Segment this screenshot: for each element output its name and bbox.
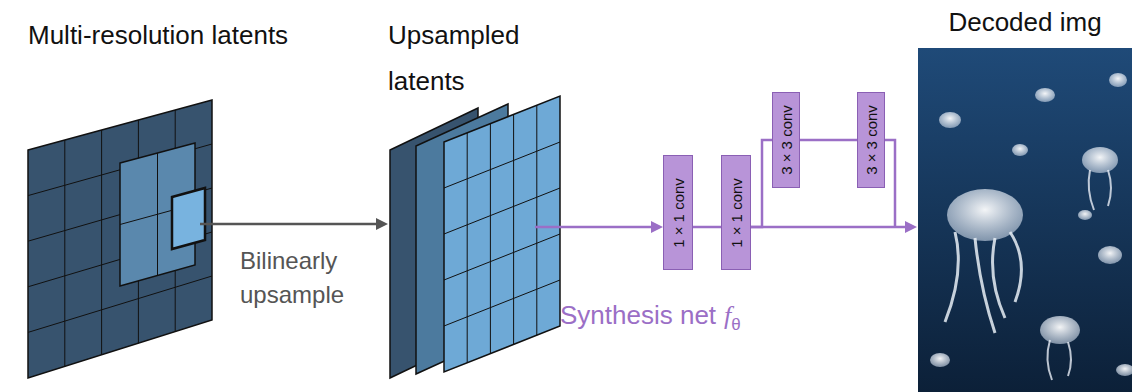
conv-label: 1 × 1 conv (670, 178, 687, 248)
connector (751, 140, 772, 227)
latent-grid (28, 100, 212, 378)
arrow-label: Bilinearly upsample (240, 244, 390, 312)
upsample-arrow (200, 218, 388, 230)
conv-layer-box: 3 × 3 conv (857, 92, 885, 188)
upsampled-latents (390, 96, 560, 378)
network-label-part: f (724, 301, 731, 330)
conv-label: 1 × 1 conv (728, 178, 745, 248)
decoded-photo (918, 48, 1132, 392)
conv-layer-box: 3 × 3 conv (772, 92, 800, 188)
panel-title: Decoded img (918, 6, 1132, 38)
conv-layer-box: 1 × 1 conv (663, 155, 693, 270)
arrow-head (651, 221, 663, 233)
conv-layer-box: 1 × 1 conv (721, 155, 751, 270)
conv-label: 3 × 3 conv (778, 105, 795, 175)
network-label-part: θ (731, 315, 740, 334)
panel-title: Upsampled latents (388, 12, 578, 104)
network-label-part: Synthesis net (560, 300, 716, 330)
panel-title: Multi-resolution latents (28, 12, 290, 58)
connector (693, 227, 721, 228)
conv-label: 3 × 3 conv (863, 105, 880, 175)
synthesis-wires (535, 140, 905, 227)
connector (800, 140, 857, 141)
network-label: Synthesis net fθ (560, 300, 741, 335)
arrow-head (905, 221, 917, 233)
